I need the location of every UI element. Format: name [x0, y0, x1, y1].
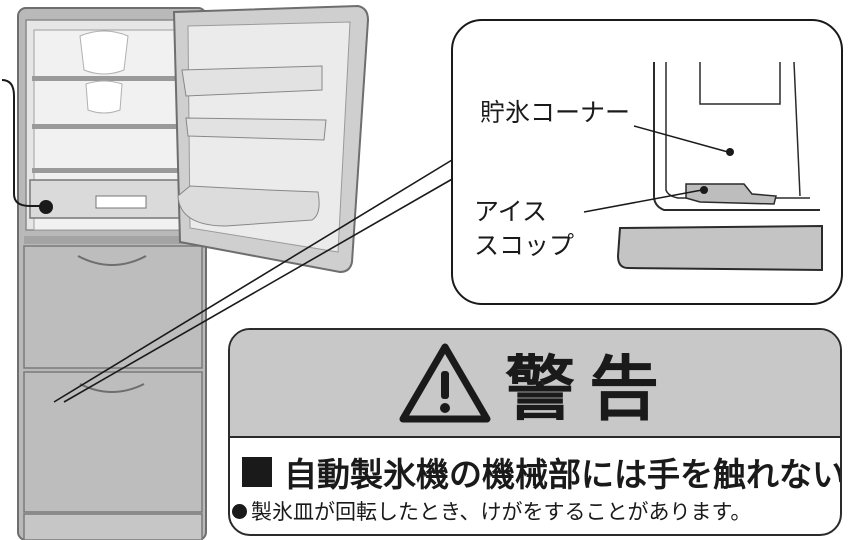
ice-storage-label: 貯氷コーナー: [480, 98, 631, 127]
warning-heading-text: 自動製氷機の機械部には手を触れない: [284, 455, 842, 494]
callout-beam-line: [63, 177, 455, 403]
storage-pointer-line: [633, 125, 729, 153]
drawer-handle: [77, 255, 147, 266]
warning-divider: [230, 436, 840, 438]
fridge-shelf: [32, 168, 192, 173]
bottom-drawer: [23, 513, 203, 540]
circle-bullet-icon: [232, 503, 247, 519]
storage-pointer-dot: [726, 148, 734, 156]
vegetable-drawer: [23, 245, 203, 369]
storage-bin: [699, 62, 781, 105]
door-pocket: [185, 117, 327, 141]
fridge-shelf: [32, 76, 192, 81]
callout-beam-line: [53, 159, 453, 403]
drawer-handle: [79, 383, 145, 393]
ice-scoop-label-line2: スコップ: [474, 231, 575, 260]
drawer-edge: [616, 224, 823, 272]
callout-dot: [39, 200, 53, 214]
warning-triangle-icon: [399, 343, 491, 423]
warning-detail-text: 製氷皿が回転したとき、けがをすることがあります。: [251, 500, 752, 524]
ice-compartment: [29, 179, 187, 219]
scoop-pointer-line: [583, 189, 703, 213]
scoop-pointer-dot: [700, 186, 708, 194]
freezer-drawer: [23, 371, 203, 513]
square-bullet-icon: [242, 457, 272, 487]
warning-heading: 自動製氷機の機械部には手を触れない: [242, 448, 842, 496]
fridge-divider: [24, 236, 202, 244]
refrigerator-door: [172, 4, 370, 274]
air-vent: [79, 30, 129, 75]
fridge-shelf: [32, 124, 192, 129]
storage-wall: [653, 62, 820, 211]
ice-scoop-label-line1: アイス: [474, 197, 548, 226]
warning-detail: 製氷皿が回転したとき、けがをすることがあります。: [232, 496, 751, 526]
warning-header: 警告: [230, 330, 840, 436]
storage-wall-right: [793, 61, 801, 197]
refrigerator: [17, 7, 207, 540]
callout-connector: [1, 79, 44, 207]
warning-title: 警告: [505, 347, 673, 430]
door-pocket: [181, 65, 323, 97]
door-bottle-pocket: [177, 185, 320, 227]
storage-wall-inner: [665, 62, 810, 199]
warning-box: 警告 自動製氷機の機械部には手を触れない 製氷皿が回転したとき、けがをすることが…: [228, 328, 842, 536]
ice-scoop-shape: [685, 183, 777, 205]
air-vent: [85, 80, 123, 114]
ice-tray: [95, 195, 147, 209]
ice-storage-detail: [583, 61, 823, 272]
